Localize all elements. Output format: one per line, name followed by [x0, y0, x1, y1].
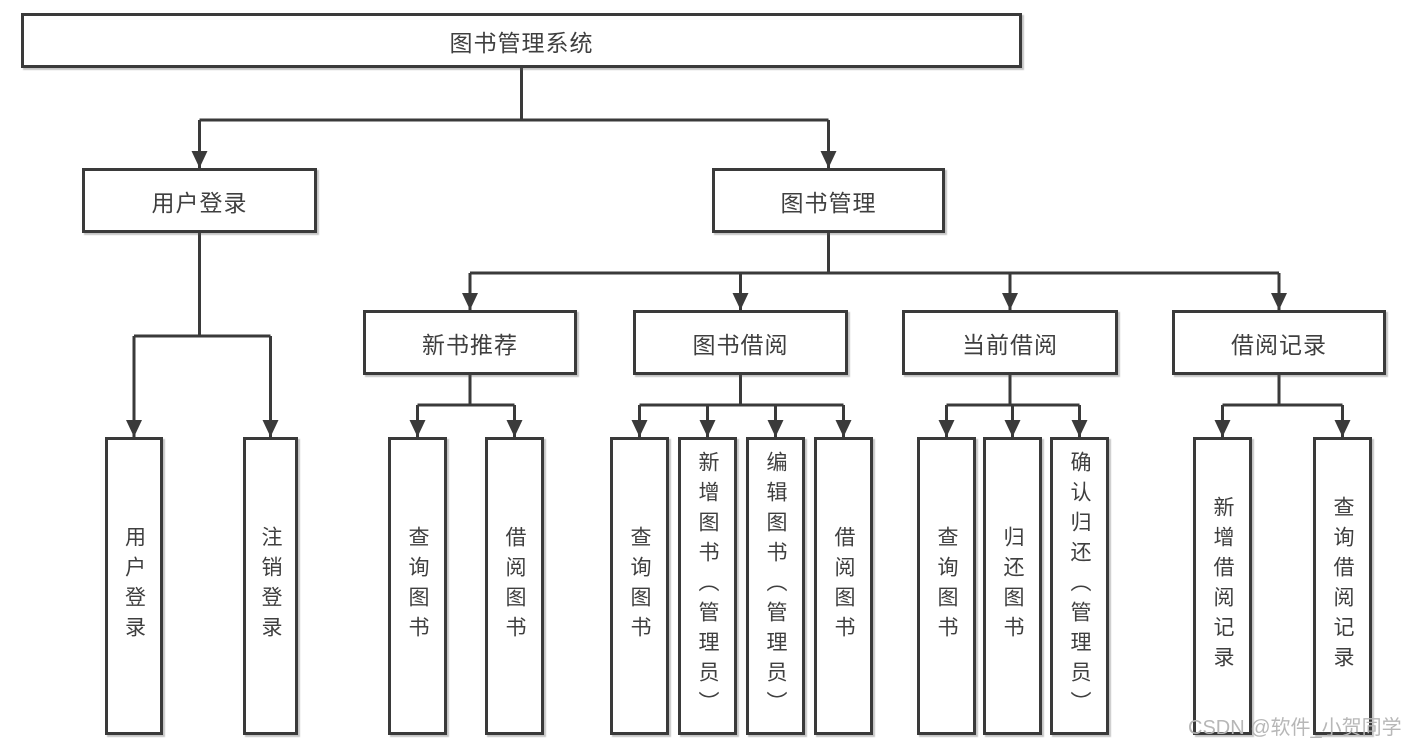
leaf-user-login: 用户登录 [105, 437, 163, 735]
node-borrowing-records: 借阅记录 [1172, 310, 1386, 375]
node-library-management-system: 图书管理系统 [21, 13, 1022, 68]
leaf-confirm-return-admin: 确认归还（管理员） [1050, 437, 1109, 735]
leaf-return-book: 归还图书 [983, 437, 1042, 735]
node-book-management: 图书管理 [712, 168, 945, 233]
leaf-borrow-books-borrow: 借阅图书 [814, 437, 873, 735]
leaf-borrow-books-recommend: 借阅图书 [485, 437, 544, 735]
leaf-query-books-current: 查询图书 [917, 437, 976, 735]
node-current-borrowing: 当前借阅 [902, 310, 1118, 375]
node-new-book-recommendation: 新书推荐 [363, 310, 577, 375]
leaf-query-books-recommend: 查询图书 [388, 437, 447, 735]
node-book-borrowing: 图书借阅 [633, 310, 848, 375]
leaf-query-borrow-record: 查询借阅记录 [1313, 437, 1372, 735]
node-user-login: 用户登录 [82, 168, 317, 233]
leaf-add-book-admin: 新增图书（管理员） [678, 437, 737, 735]
leaf-edit-book-admin: 编辑图书（管理员） [746, 437, 805, 735]
leaf-add-borrow-record: 新增借阅记录 [1193, 437, 1252, 735]
leaf-query-books-borrow: 查询图书 [610, 437, 669, 735]
leaf-logout: 注销登录 [243, 437, 298, 735]
csdn-watermark: CSDN @软件_小贺同学 [1188, 717, 1402, 739]
